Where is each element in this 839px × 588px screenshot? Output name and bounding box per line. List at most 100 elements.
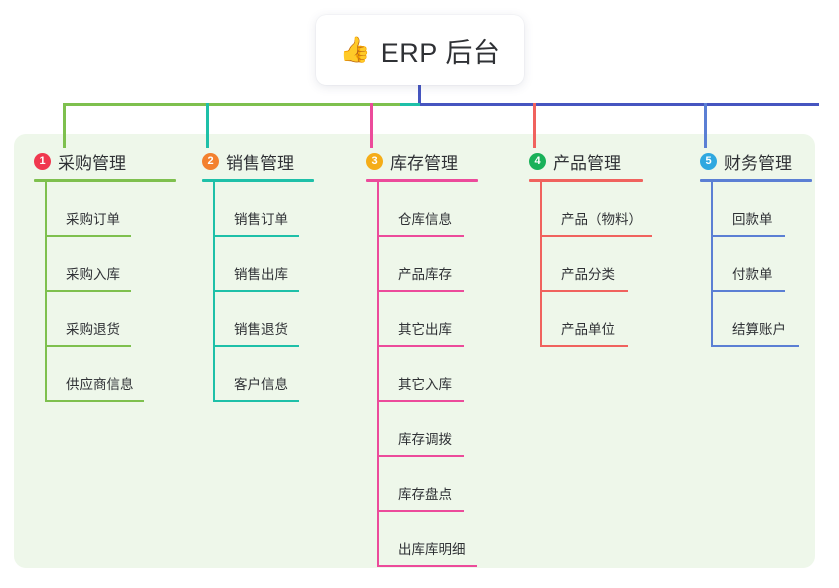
column-underline-3: [366, 179, 478, 182]
list-item-label: 产品单位: [561, 322, 615, 337]
column-4: 4 产品管理产品（物料） 产品分类产品单位: [529, 148, 652, 347]
column-1: 1 采购管理采购订单采购入库采购退货供应商信息: [34, 148, 176, 402]
list-item[interactable]: 销售出库: [213, 237, 314, 292]
diagram-panel: [14, 134, 815, 568]
list-item[interactable]: 付款单: [711, 237, 812, 292]
column-spine-5: [711, 182, 713, 347]
list-item-rule: [45, 290, 131, 292]
list-item-label: 销售退货: [234, 322, 288, 337]
column-title-2: 销售管理: [226, 153, 294, 173]
list-item-label: 采购退货: [66, 322, 120, 337]
list-item-rule: [45, 345, 131, 347]
list-item[interactable]: 销售退货: [213, 292, 314, 347]
list-item-rule: [377, 455, 464, 457]
list-item-rule: [540, 290, 628, 292]
column-underline-4: [529, 179, 643, 182]
column-underline-5: [700, 179, 812, 182]
list-item-label: 其它入库: [398, 377, 452, 392]
list-item-label: 其它出库: [398, 322, 452, 337]
column-badge-3: 3: [366, 152, 383, 170]
column-body-4: 产品（物料） 产品分类产品单位: [540, 182, 652, 347]
list-item[interactable]: 其它入库: [377, 347, 478, 402]
list-item[interactable]: 采购入库: [45, 237, 176, 292]
column-body-5: 回款单付款单结算账户: [711, 182, 812, 347]
column-header-3[interactable]: 3 库存管理: [366, 148, 478, 174]
list-item-rule: [540, 235, 652, 237]
drop-finance: [704, 103, 707, 148]
thumbs-up-icon: 👍: [339, 35, 371, 64]
list-item-label: 产品库存: [398, 267, 452, 282]
branch-bar-green: [63, 103, 400, 106]
list-item-rule: [711, 290, 785, 292]
column-body-1: 采购订单采购入库采购退货供应商信息: [45, 182, 176, 402]
list-item-label: 结算账户: [732, 322, 786, 337]
list-item-rule: [213, 290, 299, 292]
list-item-label: 销售出库: [234, 267, 288, 282]
list-item-label: 仓库信息: [398, 212, 452, 227]
list-item-label: 产品分类: [561, 267, 615, 282]
list-item-rule: [213, 235, 299, 237]
list-item-label: 产品（物料）: [561, 212, 642, 227]
column-title-3: 库存管理: [390, 153, 458, 173]
list-item-label: 销售订单: [234, 212, 288, 227]
column-3: 3 库存管理仓库信息产品库存其它出库其它入库库存调拨库存盘点出库库明细: [366, 148, 478, 567]
list-item[interactable]: 采购订单: [45, 182, 176, 237]
list-item[interactable]: 供应商信息: [45, 347, 176, 402]
list-item[interactable]: 其它出库: [377, 292, 478, 347]
column-title-1: 采购管理: [58, 153, 126, 173]
column-header-4[interactable]: 4 产品管理: [529, 148, 643, 174]
list-item-label: 客户信息: [234, 377, 288, 392]
drop-inventory: [370, 103, 373, 148]
list-item-rule: [377, 565, 477, 567]
column-badge-4: 4: [529, 152, 546, 170]
list-item-label: 库存盘点: [398, 487, 452, 502]
column-badge-1: 1: [34, 152, 51, 170]
list-item[interactable]: 采购退货: [45, 292, 176, 347]
list-item[interactable]: 产品库存: [377, 237, 478, 292]
list-item-rule: [377, 345, 464, 347]
list-item-rule: [45, 235, 131, 237]
column-spine-3: [377, 182, 379, 567]
list-item[interactable]: 结算账户: [711, 292, 812, 347]
column-underline-2: [202, 179, 314, 182]
column-badge-2: 2: [202, 152, 219, 170]
list-item[interactable]: 客户信息: [213, 347, 314, 402]
list-item-rule: [377, 510, 464, 512]
column-badge-5: 5: [700, 152, 717, 170]
list-item[interactable]: 库存调拨: [377, 402, 478, 457]
list-item-rule: [377, 400, 464, 402]
list-item[interactable]: 产品单位: [540, 292, 643, 347]
list-item-rule: [45, 400, 144, 402]
list-item-rule: [711, 345, 799, 347]
column-spine-2: [213, 182, 215, 402]
list-item[interactable]: 库存盘点: [377, 457, 478, 512]
root-node[interactable]: 👍 ERP 后台: [316, 15, 524, 85]
list-item-label: 采购入库: [66, 267, 120, 282]
column-header-1[interactable]: 1 采购管理: [34, 148, 176, 174]
column-2: 2 销售管理销售订单销售出库销售退货客户信息: [202, 148, 314, 402]
root-trunk-line: [418, 85, 421, 106]
list-item-rule: [711, 235, 785, 237]
list-item[interactable]: 产品分类: [540, 237, 643, 292]
list-item[interactable]: 回款单: [711, 182, 812, 237]
list-item-label: 回款单: [732, 212, 773, 227]
list-item-label: 供应商信息: [66, 377, 134, 392]
list-item-label: 库存调拨: [398, 432, 452, 447]
list-item[interactable]: 出库库明细: [377, 512, 478, 567]
column-header-2[interactable]: 2 销售管理: [202, 148, 314, 174]
list-item[interactable]: 产品（物料）: [540, 182, 652, 237]
list-item-label: 出库库明细: [398, 542, 466, 557]
list-item[interactable]: 仓库信息: [377, 182, 478, 237]
drop-sales: [206, 103, 209, 148]
list-item-label: 采购订单: [66, 212, 120, 227]
list-item-rule: [377, 290, 464, 292]
list-item[interactable]: 销售订单: [213, 182, 314, 237]
column-spine-4: [540, 182, 542, 347]
branch-bar-purple: [420, 103, 819, 106]
column-title-4: 产品管理: [553, 153, 621, 173]
column-body-2: 销售订单销售出库销售退货客户信息: [213, 182, 314, 402]
column-spine-1: [45, 182, 47, 402]
